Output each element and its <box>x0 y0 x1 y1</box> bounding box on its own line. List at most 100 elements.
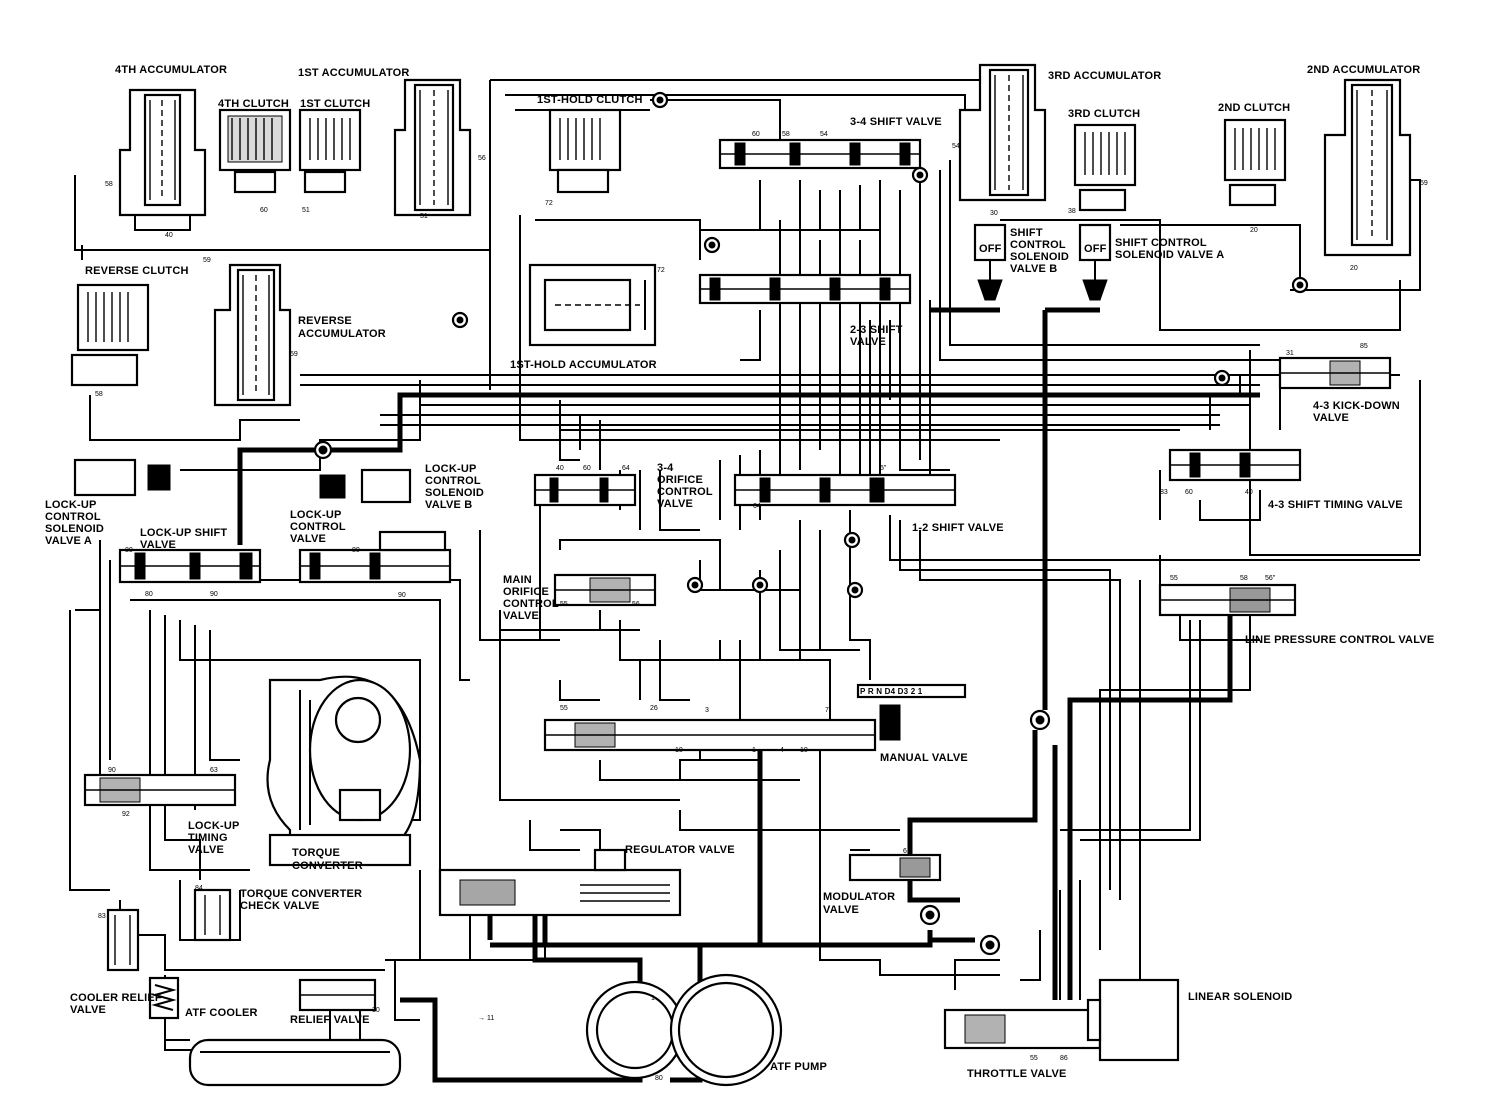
label-lockup-sol-a-1: LOCK-UP <box>45 499 97 511</box>
svg-text:58: 58 <box>1240 575 1248 582</box>
label-main-orifice-3: CONTROL <box>503 598 559 610</box>
label-line-pressure: LINE PRESSURE CONTROL VALVE <box>1245 634 1434 646</box>
label-lockup-sol-b-2: CONTROL <box>425 475 481 487</box>
svg-text:55: 55 <box>560 601 568 608</box>
label-solenoid-b-4: VALVE B <box>1010 263 1057 275</box>
label-manual-valve: MANUAL VALVE <box>880 752 968 764</box>
svg-text:1: 1 <box>651 995 655 1002</box>
valve-lockup-shift <box>118 548 262 584</box>
svg-text:5": 5" <box>880 465 887 472</box>
clutch-reverse <box>70 283 150 387</box>
label-lockup-control-3: VALVE <box>290 533 326 545</box>
svg-text:51: 51 <box>420 213 428 220</box>
svg-text:58: 58 <box>105 181 113 188</box>
svg-text:72: 72 <box>657 267 665 274</box>
valve-lockup-control <box>298 530 452 584</box>
svg-text:26: 26 <box>650 705 658 712</box>
svg-text:72: 72 <box>545 200 553 207</box>
label-lockup-sol-b-3: SOLENOID <box>425 487 484 499</box>
label-2nd-accumulator: 2ND ACCUMULATOR <box>1307 64 1420 76</box>
label-modulator-2: VALVE <box>823 904 859 916</box>
svg-text:59: 59 <box>290 351 298 358</box>
valve-shift-3-4 <box>718 138 922 170</box>
svg-text:60: 60 <box>1185 489 1193 496</box>
label-main-orifice-4: VALVE <box>503 610 539 622</box>
label-regulator-valve: REGULATOR VALVE <box>625 844 735 856</box>
label-lockup-sol-a-4: VALVE A <box>45 535 92 547</box>
valve-main-orifice-control <box>553 573 657 607</box>
accumulator-1st <box>393 78 472 217</box>
svg-text:31: 31 <box>1286 350 1294 357</box>
label-lockup-sol-a-3: SOLENOID <box>45 523 104 535</box>
label-lockup-sol-a-2: CONTROL <box>45 511 101 523</box>
label-orifice-3-4-2: ORIFICE <box>657 474 703 486</box>
svg-text:85: 85 <box>1360 343 1368 350</box>
svg-text:56: 56 <box>632 601 640 608</box>
svg-text:90: 90 <box>398 592 406 599</box>
label-kickdown-1: 4-3 KICK-DOWN <box>1313 400 1400 412</box>
label-main-orifice-1: MAIN <box>503 574 532 586</box>
svg-text:63: 63 <box>210 767 218 774</box>
svg-text:80: 80 <box>655 1075 663 1082</box>
accumulator-1st-hold <box>528 263 657 347</box>
svg-text:10: 10 <box>675 747 683 754</box>
label-lockup-timing-3: VALVE <box>188 844 224 856</box>
label-linear-solenoid: LINEAR SOLENOID <box>1188 991 1292 1003</box>
label-lockup-control-1: LOCK-UP <box>290 509 342 521</box>
svg-text:54: 54 <box>952 143 960 150</box>
svg-text:→ 11: → 11 <box>478 1015 494 1022</box>
label-lockup-sol-b-1: LOCK-UP <box>425 463 477 475</box>
label-2nd-clutch: 2ND CLUTCH <box>1218 102 1290 114</box>
label-orifice-3-4-4: VALVE <box>657 498 693 510</box>
label-gear-positions: P R N D4 D3 2 1 <box>860 687 923 696</box>
solenoid-lockup-a <box>73 458 171 497</box>
valve-manual <box>543 683 967 752</box>
svg-text:54: 54 <box>820 131 828 138</box>
label-orifice-3-4-1: 3-4 <box>657 462 674 474</box>
svg-text:60: 60 <box>752 131 760 138</box>
atf-pump <box>585 973 783 1087</box>
label-lockup-sol-b-4: VALVE B <box>425 499 472 511</box>
valve-shift-timing-4-3 <box>1168 448 1302 482</box>
svg-text:3: 3 <box>705 707 709 714</box>
clutch-2nd <box>1223 118 1287 207</box>
svg-text:6: 6 <box>903 848 907 855</box>
label-atf-cooler: ATF COOLER <box>185 1007 258 1019</box>
svg-text:40: 40 <box>556 465 564 472</box>
label-3rd-accumulator: 3RD ACCUMULATOR <box>1048 70 1161 82</box>
label-shift-timing-4-3: 4-3 SHIFT TIMING VALVE <box>1268 499 1403 511</box>
label-kickdown-2: VALVE <box>1313 412 1349 424</box>
label-lockup-timing-1: LOCK-UP <box>188 820 240 832</box>
svg-text:60: 60 <box>260 207 268 214</box>
label-4th-accumulator: 4TH ACCUMULATOR <box>115 64 227 76</box>
svg-text:55: 55 <box>1030 1055 1038 1062</box>
svg-text:58: 58 <box>95 391 103 398</box>
label-lockup-timing-2: TIMING <box>188 832 228 844</box>
svg-text:56: 56 <box>478 155 486 162</box>
valve-relief <box>298 978 377 1012</box>
label-solenoid-b-1: SHIFT <box>1010 227 1043 239</box>
svg-text:84: 84 <box>195 885 203 892</box>
valve-modulator <box>848 853 942 882</box>
valve-throttle <box>943 1008 1102 1050</box>
label-1st-clutch: 1ST CLUTCH <box>300 98 370 110</box>
label-1st-hold-accumulator: 1ST-HOLD ACCUMULATOR <box>510 359 657 371</box>
valve-shift-1-2 <box>733 473 957 507</box>
label-3-4-shift-valve: 3-4 SHIFT VALVE <box>850 116 942 128</box>
valve-shift-2-3 <box>698 273 912 305</box>
svg-text:64: 64 <box>753 503 761 510</box>
clutch-4th <box>218 108 292 194</box>
clutch-1st-hold <box>548 108 622 194</box>
valve-kickdown-4-3 <box>1278 356 1392 390</box>
atf-cooler <box>148 976 180 1020</box>
label-main-orifice-2: ORIFICE <box>503 586 549 598</box>
component-labels: 4TH ACCUMULATOR 4TH CLUTCH 1ST CLUTCH 1S… <box>45 64 1434 1080</box>
label-lockup-control-2: CONTROL <box>290 521 346 533</box>
label-1st-accumulator: 1ST ACCUMULATOR <box>298 67 410 79</box>
svg-text:58: 58 <box>782 131 790 138</box>
off-indicator-a: OFF <box>1084 243 1107 255</box>
label-solenoid-b-3: SOLENOID <box>1010 251 1069 263</box>
svg-text:30: 30 <box>990 210 998 217</box>
svg-text:30: 30 <box>372 1007 380 1014</box>
